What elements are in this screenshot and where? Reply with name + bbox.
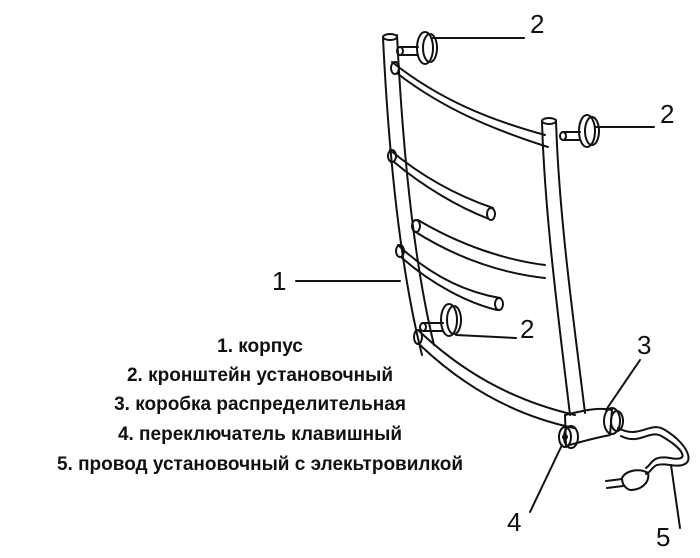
leader-line-5 (670, 464, 681, 529)
rocker-switch (558, 425, 579, 449)
callout-2-top-left: 2 (530, 9, 544, 39)
junction-box (564, 407, 624, 447)
crossbar-top (390, 61, 549, 148)
callout-2-top-right: 2 (660, 99, 674, 129)
leader-line-2c (455, 334, 517, 339)
leader-line-3 (605, 359, 641, 411)
bracket-top-right (559, 114, 600, 148)
plug (605, 469, 650, 491)
callout-4: 4 (507, 507, 521, 537)
power-cord (617, 426, 690, 475)
crossbar-middle (387, 149, 496, 221)
legend-item-1: 1. корпус (217, 336, 303, 357)
callout-1: 1 (272, 266, 286, 296)
bracket-top-left (396, 31, 438, 65)
leader-line-4 (529, 444, 563, 513)
crossbar-bottom (413, 329, 576, 429)
right-upright (541, 117, 586, 416)
callout-3: 3 (637, 330, 651, 360)
legend-item-3: 3. коробка распределительная (114, 394, 406, 415)
legend-item-2: 2. кронштейн установочный (126, 365, 394, 386)
crossbar-fourth (395, 244, 504, 311)
callout-2-bottom: 2 (520, 314, 534, 344)
callout-5: 5 (656, 522, 670, 552)
bracket-bottom (419, 303, 462, 337)
legend-item-5: 5. провод установочный с элекьтровилкой (56, 454, 464, 475)
crossbar-third (411, 219, 546, 279)
legend-item-4: 4. переключатель клавишный (117, 424, 403, 445)
